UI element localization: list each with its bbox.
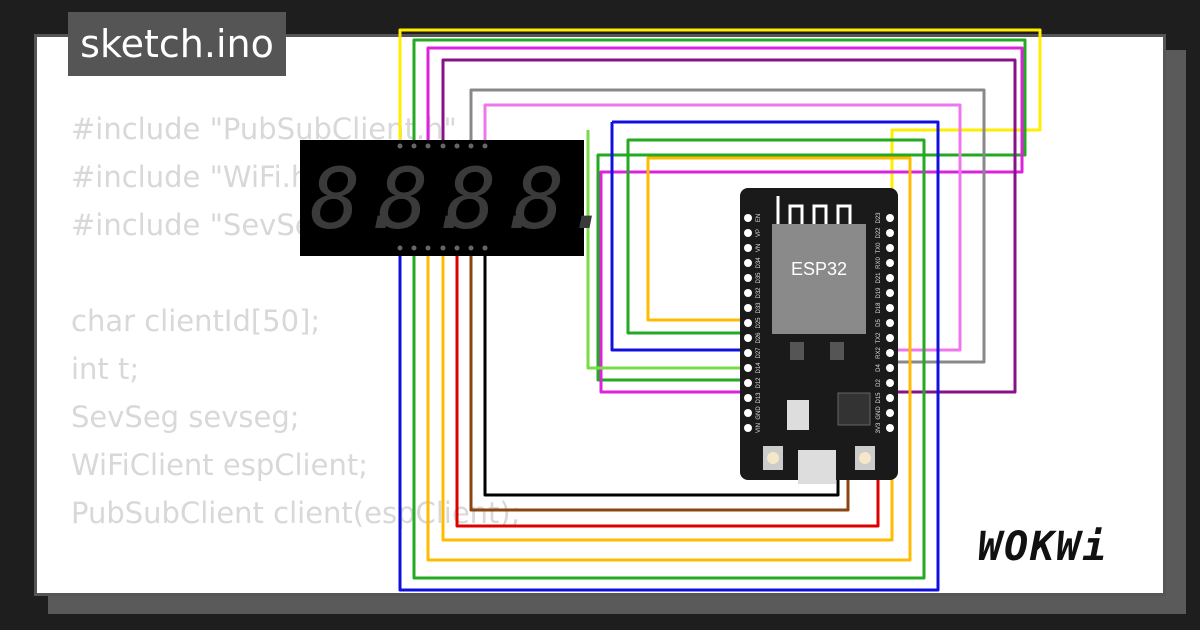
board-pin[interactable] [886,364,894,372]
seven-segment-display: 8.8.8.8. [300,140,615,256]
wire-magenta-top [426,46,1024,394]
wire-lightgreen [586,130,748,370]
board-pin[interactable] [744,349,752,357]
board-pin[interactable] [886,274,894,282]
code-line: PubSubClient client(espClient); [71,496,521,530]
wire-blue-pin [610,122,748,352]
board-pin-label: TX2 [876,332,882,344]
board-pin[interactable] [744,334,752,342]
board-pin-label: D15 [876,392,882,404]
board-pin-label: D21 [876,272,882,284]
board-pin[interactable] [886,214,894,222]
board-pin[interactable] [744,244,752,252]
board-pin-label: VN [756,244,762,252]
board-pin[interactable] [886,394,894,402]
sketch-title[interactable]: sketch.ino [68,12,286,76]
board-pin[interactable] [886,334,894,342]
board-pin[interactable] [744,319,752,327]
board-pin[interactable] [886,304,894,312]
board-pin-label: D26 [756,332,762,344]
wire-purple-top [441,58,1017,394]
board-pin-label: D33 [756,302,762,314]
board-pin-label: D35 [756,272,762,284]
board-pin-label: EN [756,214,762,222]
board-pin-label: D2 [876,379,882,387]
board-pin[interactable] [744,274,752,282]
display-digit: 8. [310,150,411,248]
code-line: int t; [71,352,140,386]
code-line: #include "WiFi.h" [71,160,323,194]
code-line: SevSeg sevseg; [71,400,300,434]
code-line: char clientId[50]; [71,304,321,338]
board-pin-label: GND [756,406,762,420]
board-pin[interactable] [744,259,752,267]
board-pin-label: D27 [756,347,762,359]
board-pin-label: 3V3 [876,422,882,433]
board-pin-label: VIN [756,423,762,433]
board-pin[interactable] [886,229,894,237]
board-pin[interactable] [744,229,752,237]
board-pin-label: D13 [756,392,762,404]
wokwi-logo: WOKWi [978,524,1109,570]
display-digit: 8. [378,150,479,248]
board-pin-label: D34 [756,257,762,269]
board-pin-label: D23 [876,212,882,224]
wire-green-top [412,38,1027,382]
board-pin[interactable] [886,424,894,432]
board-pin[interactable] [744,304,752,312]
display-digit: 8. [446,150,547,248]
board-pin[interactable] [744,424,752,432]
board-pin-label: GND [876,406,882,420]
wire-gray-top [469,88,986,364]
board-pin-label: D19 [876,287,882,299]
board-pin[interactable] [886,409,894,417]
board-pin-label: D25 [756,317,762,329]
board-pin[interactable] [744,379,752,387]
board-pin[interactable] [744,364,752,372]
wire-green-bottom [412,138,926,580]
board-pin-label: D12 [756,377,762,389]
board-pin-label: D14 [756,362,762,374]
board-label: ESP32 [791,259,847,279]
board-pin-label: VP [756,229,762,237]
board-pin[interactable] [886,319,894,327]
board-pin[interactable] [886,289,894,297]
board-pin[interactable] [744,394,752,402]
wire-yellow-inner [426,156,912,562]
board-pin[interactable] [886,244,894,252]
esp32-board: ESP32 ENVPVND34D35D32D33D25D26D27D14D12D… [740,188,898,484]
board-pin[interactable] [886,259,894,267]
wires [398,28,1042,592]
board-pin[interactable] [744,289,752,297]
board-pin-label: RX2 [876,347,882,359]
board-pin[interactable] [886,349,894,357]
board-pin-label: D32 [756,287,762,299]
wire-blue-inner [398,120,940,592]
board-pin-label: TX0 [876,242,882,254]
board-pin-label: D18 [876,302,882,314]
display-digit: 8. [514,150,615,248]
board-pin-label: RX0 [876,257,882,269]
board-pin[interactable] [744,214,752,222]
board-pin[interactable] [886,379,894,387]
board-pin[interactable] [744,409,752,417]
code-line: void setup() { [71,585,521,593]
wire-yellow-top [398,28,1042,330]
board-pin-label: D5 [876,319,882,327]
board-pin-label: D4 [876,364,882,372]
code-line: WiFiClient espClient; [71,448,368,482]
board-pin-label: D22 [876,227,882,239]
